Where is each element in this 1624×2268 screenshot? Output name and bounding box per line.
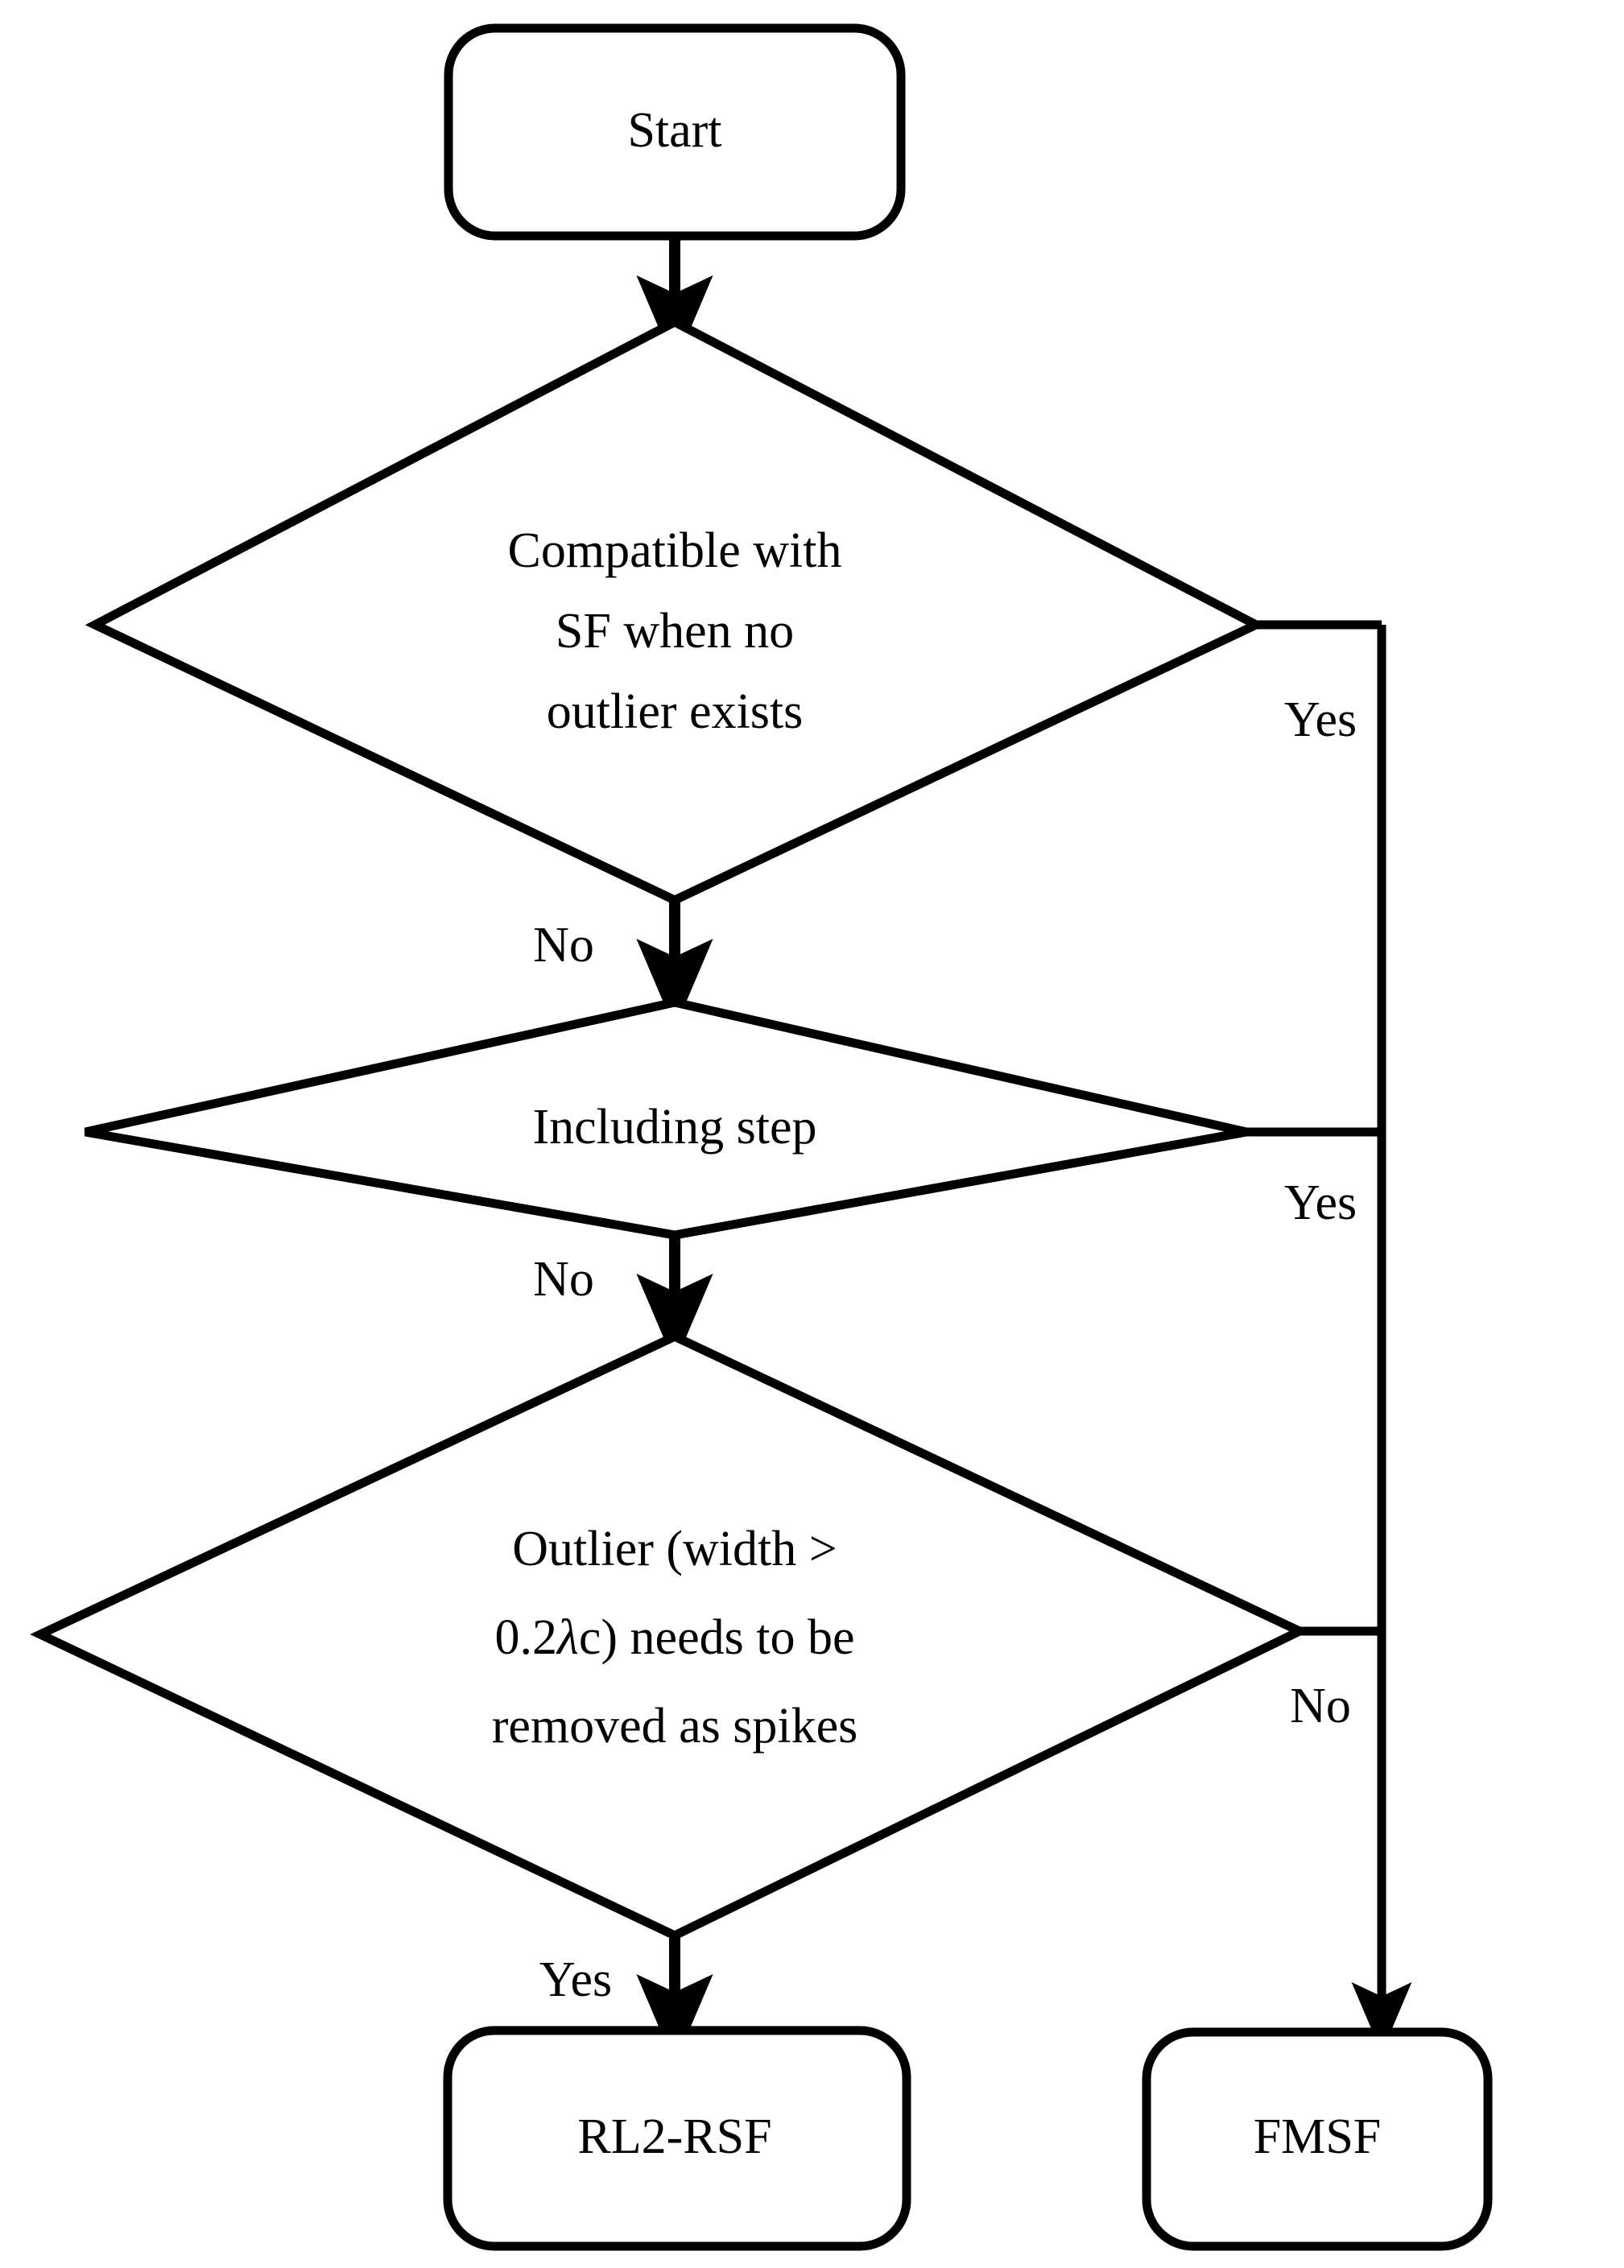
- edge-label-decision2-no: No: [533, 1252, 594, 1307]
- node-decision1-label-line1: Compatible with: [507, 523, 841, 578]
- lambda-symbol: λ: [556, 1610, 579, 1665]
- edge-label-decision1-yes: Yes: [1284, 692, 1357, 747]
- edge-label-decision2-yes: Yes: [1284, 1175, 1357, 1230]
- node-rl2rsf-label: RL2-RSF: [577, 2109, 771, 2164]
- node-decision2-label: Including step: [533, 1100, 817, 1155]
- node-rl2rsf-shape[interactable]: [443, 2026, 911, 2251]
- node-decision3-label-line3: removed as spikes: [492, 1699, 858, 1754]
- node-start-label: Start: [627, 103, 721, 158]
- node-decision1-label-line2: SF when no: [556, 604, 794, 659]
- node-decision1-shape[interactable]: [85, 316, 1267, 906]
- node-fmsf-shape[interactable]: [1142, 2027, 1493, 2251]
- decision3-lambda-suffix: c) needs to be: [579, 1610, 855, 1665]
- node-decision3-label-line1: Outlier (width >: [512, 1522, 837, 1576]
- decision3-lambda-prefix: 0.2: [495, 1610, 558, 1665]
- node-start-shape[interactable]: [444, 23, 906, 241]
- node-fmsf-label: FMSF: [1254, 2109, 1382, 2164]
- node-decision3-label-line2: 0.2λc) needs to be: [495, 1610, 855, 1665]
- edge-label-decision3-no: No: [1290, 1679, 1351, 1733]
- node-decision1-label-line3: outlier exists: [547, 684, 804, 739]
- node-decision2-shape[interactable]: [84, 998, 1248, 1240]
- node-decision3-shape[interactable]: [30, 1331, 1310, 1941]
- edge-label-decision1-no: No: [533, 918, 594, 973]
- edge-label-decision3-yes: Yes: [539, 1952, 612, 2007]
